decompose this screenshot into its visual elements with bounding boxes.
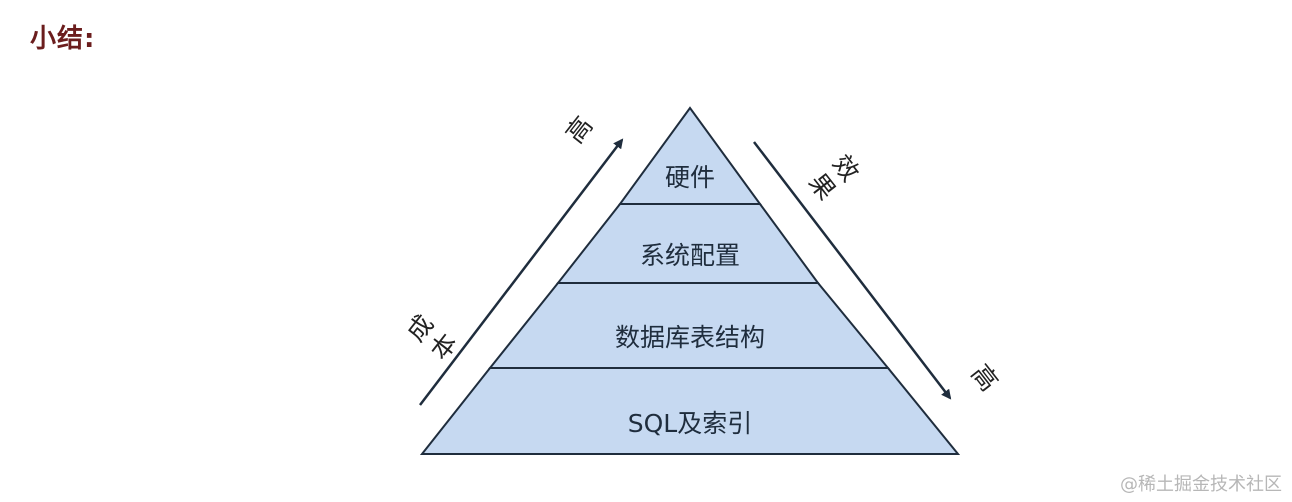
pyramid-label-hardware: 硬件 xyxy=(665,163,715,192)
pyramid-label-system-config: 系统配置 xyxy=(640,241,740,270)
effect-axis-high-label: 高 xyxy=(966,359,1004,397)
effect-axis-label: 效 果 xyxy=(803,149,865,205)
pyramid-layer-sql-index xyxy=(419,367,961,455)
pyramid-label-table-structure: 数据库表结构 xyxy=(615,323,765,352)
effect-axis-arrow xyxy=(753,141,952,400)
cost-axis-label: 成 本 xyxy=(401,309,463,365)
pyramid-label-sql-index: SQL及索引 xyxy=(628,409,752,438)
cost-axis-high-label: 高 xyxy=(560,111,598,149)
cost-axis-arrow xyxy=(419,138,624,406)
page-title: 小结: xyxy=(30,24,96,54)
watermark: @稀土掘金技术社区 xyxy=(1120,474,1282,495)
